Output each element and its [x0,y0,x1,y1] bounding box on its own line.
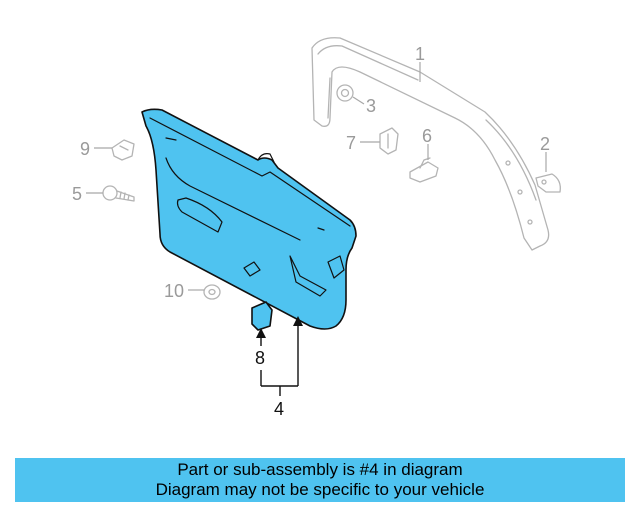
callout-7: 7 [346,133,356,153]
part-1-trim-frame [311,37,550,251]
part-10-washer [203,284,221,300]
callout-2: 2 [540,134,550,154]
callout-4: 4 [274,399,284,419]
caption-line-2: Diagram may not be specific to your vehi… [155,480,485,499]
callout-5: 5 [72,184,82,204]
callout-8: 8 [255,348,265,368]
leader-3 [352,96,365,105]
part-8-cover [251,301,273,331]
caption-line-1: Part or sub-assembly is #4 in diagram [177,460,463,479]
callout-6: 6 [422,126,432,146]
caption-banner: Part or sub-assembly is #4 in diagram Di… [15,458,625,502]
callout-1: 1 [415,44,425,64]
leader-8-and-4 [256,316,303,396]
callout-3: 3 [366,96,376,116]
part-2-bracket [535,173,561,193]
part-7-retainer [379,127,399,155]
part-9-clip [111,139,135,161]
callout-10: 10 [164,281,184,301]
part-3-plug [336,84,354,102]
parts-diagram: 1 2 3 6 7 9 5 10 8 4 [72,37,561,419]
part-4-trim-panel [141,108,357,330]
part-5-screw [102,185,135,202]
callout-9: 9 [80,139,90,159]
part-6-clip [409,157,439,183]
